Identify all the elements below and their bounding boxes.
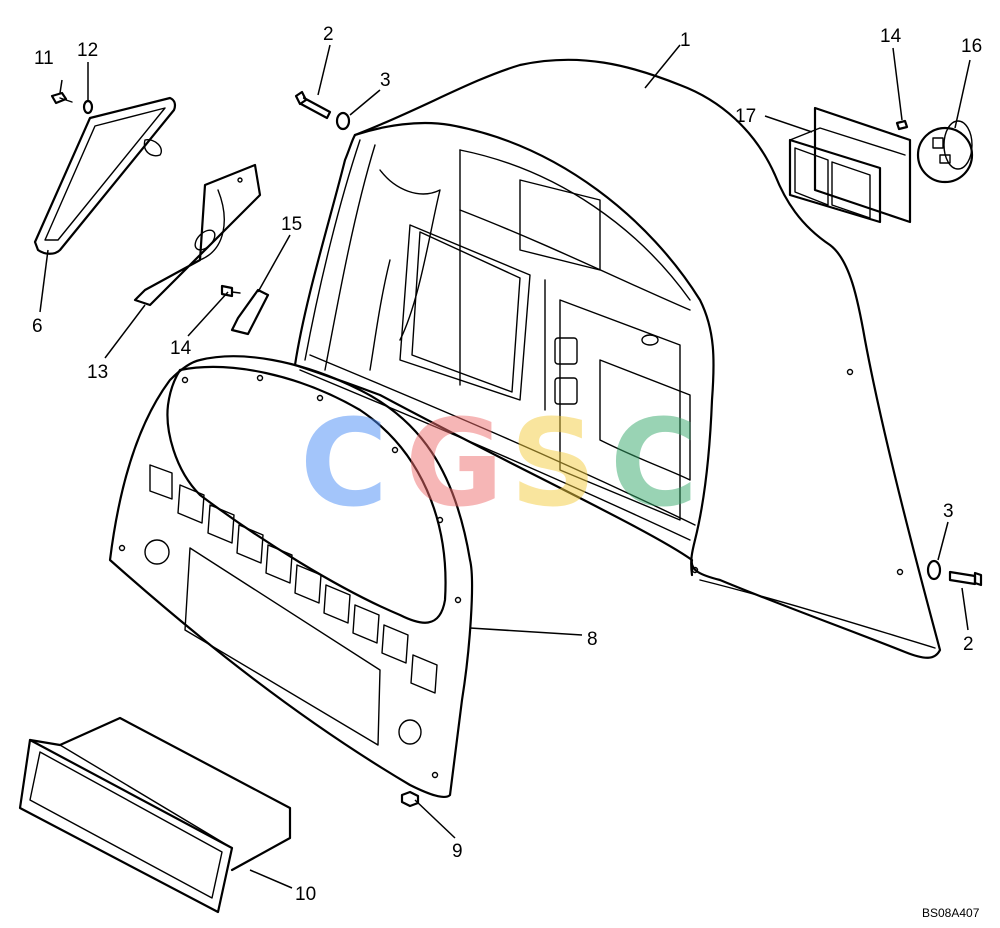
part-16-round-socket — [916, 120, 974, 184]
bezel-switch-cutouts — [149, 464, 438, 694]
part-2-bolt-right — [948, 570, 983, 587]
part-14-pin-lower — [220, 284, 241, 298]
callout-numbers: 11 12 2 3 1 14 16 17 15 6 14 13 3 8 2 9 … — [32, 24, 982, 905]
callout-6: 6 — [32, 316, 43, 337]
callout-9: 9 — [452, 841, 463, 862]
part-13-bracket — [133, 163, 262, 307]
callout-10: 10 — [295, 884, 316, 905]
callout-11: 11 — [34, 48, 54, 69]
drawing-code: BS08A407 — [922, 906, 980, 920]
callout-3-right: 3 — [943, 501, 954, 522]
callout-16: 16 — [961, 36, 982, 57]
callout-14-upper: 14 — [880, 26, 902, 47]
callout-17: 17 — [735, 106, 756, 127]
watermark-letter-1: C — [300, 395, 388, 534]
bezel-round-hole-right — [398, 719, 422, 745]
watermark-letter-2: G — [405, 395, 504, 534]
callout-8: 8 — [587, 629, 598, 650]
callout-14-lower: 14 — [170, 338, 192, 359]
part-3-washer-right — [926, 559, 942, 581]
part-2-bolt-upper — [294, 90, 332, 120]
callout-12: 12 — [77, 40, 98, 61]
part-14-screw-upper — [895, 119, 909, 131]
part-3-washer-upper — [335, 111, 351, 131]
watermark-letter-4: C — [610, 395, 698, 534]
bezel-round-hole-left — [144, 539, 170, 565]
part-9-nut — [400, 790, 420, 808]
callout-1: 1 — [680, 30, 691, 51]
part-10-storage-tray — [18, 716, 292, 914]
cgsc-watermark: C G S C — [300, 395, 698, 534]
part-17-switch-housing — [788, 106, 912, 224]
part-12-washer — [82, 99, 94, 115]
callout-15: 15 — [281, 214, 302, 235]
watermark-letter-3: S — [510, 395, 596, 534]
part-15-clip — [230, 288, 270, 336]
part-6-cover-plate — [33, 96, 177, 255]
leader-lines — [39, 44, 971, 889]
callout-13: 13 — [87, 362, 108, 383]
part-8-bezel-panel — [108, 355, 474, 799]
callout-2-right: 2 — [963, 634, 974, 655]
callout-2-upper: 2 — [323, 24, 334, 45]
part-1-dash-housing — [293, 58, 942, 659]
part-11-screw — [50, 91, 73, 105]
callout-3-upper: 3 — [380, 70, 391, 91]
bezel-display-window — [184, 547, 381, 746]
